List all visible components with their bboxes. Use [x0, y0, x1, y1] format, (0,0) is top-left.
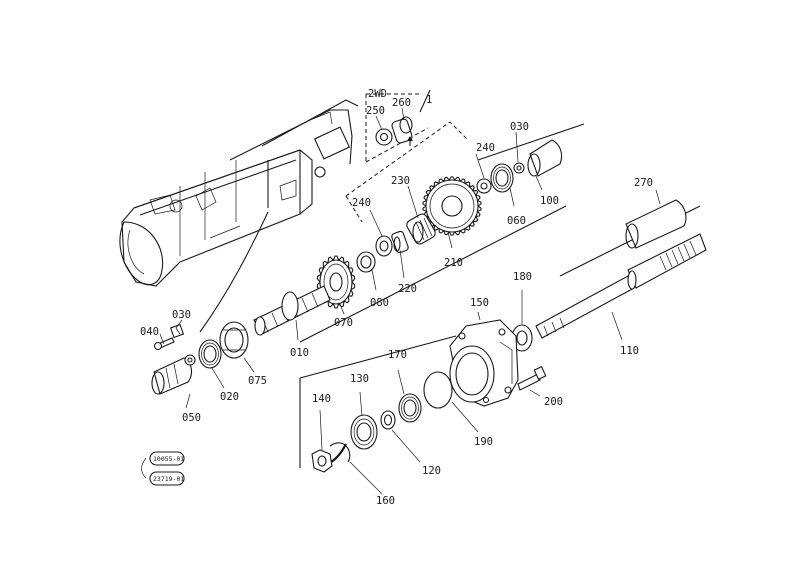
label-190: 190	[474, 436, 493, 448]
gear-070	[316, 255, 356, 309]
label-070: 070	[334, 317, 353, 329]
bearing-075	[219, 321, 249, 359]
label-230: 230	[391, 175, 410, 187]
label-110: 110	[620, 345, 639, 357]
nut-140	[311, 449, 333, 473]
label-050: 050	[182, 412, 201, 424]
sleeve-270	[625, 199, 687, 249]
reference-badge-1: 10055-01	[149, 451, 185, 466]
group-1-leader	[419, 89, 431, 113]
bearing-130	[350, 414, 378, 450]
label-080: 080	[370, 297, 389, 309]
label-040: 040	[140, 326, 159, 338]
label-2wd: 2WD	[368, 88, 387, 100]
housing-leader	[199, 211, 269, 333]
bolt-040	[153, 337, 175, 351]
label-120: 120	[422, 465, 441, 477]
label-160: 160	[376, 495, 395, 507]
label-010: 010	[290, 347, 309, 359]
bracket-030-left	[169, 323, 185, 339]
washer-030	[184, 354, 196, 366]
inset-2wd	[365, 93, 429, 163]
gear-group-outline	[345, 121, 469, 223]
label-180: 180	[513, 271, 532, 283]
label-1: 1	[426, 94, 432, 106]
gear-210	[422, 176, 482, 236]
label-200: 200	[544, 396, 563, 408]
bearing-230	[406, 213, 436, 245]
label-170: 170	[388, 349, 407, 361]
bearing-020	[198, 339, 222, 369]
label-150: 150	[470, 297, 489, 309]
label-260: 260	[392, 97, 411, 109]
gear-teeth	[316, 255, 356, 309]
label-100: 100	[540, 195, 559, 207]
o-ring-190	[423, 371, 453, 409]
main-shaft-010	[253, 285, 331, 336]
guide-line-lower	[299, 335, 457, 379]
guide-line-top	[477, 123, 585, 161]
guide-line-middle	[299, 205, 567, 343]
label-060: 060	[507, 215, 526, 227]
spacer-220	[391, 230, 409, 254]
badge-connector	[141, 457, 147, 479]
label-140: 140	[312, 393, 331, 405]
label-210: 210	[444, 257, 463, 269]
svg-text:23719-01: 23719-01	[153, 475, 184, 483]
label-030: 030	[172, 309, 191, 321]
label-020: 020	[220, 391, 239, 403]
transmission-housing	[119, 99, 359, 287]
label-130: 130	[350, 373, 369, 385]
bolt-200	[517, 366, 547, 391]
reference-badge-2: 23719-01	[149, 471, 185, 486]
collar-050	[151, 357, 193, 395]
label-leaders	[159, 107, 661, 495]
label-220: 220	[398, 283, 417, 295]
label-240: 240	[352, 197, 371, 209]
label-270: 270	[634, 177, 653, 189]
gear-teeth	[422, 176, 482, 236]
washer-240	[375, 235, 393, 257]
label-075: 075	[248, 375, 267, 387]
svg-text:10055-01: 10055-01	[153, 455, 184, 463]
upper-bearing-set	[476, 139, 563, 194]
pto-shaft-110	[535, 233, 707, 339]
label-250: 250	[366, 105, 385, 117]
flange-150	[449, 319, 519, 407]
label-030-top: 030	[510, 121, 529, 133]
label-240-top: 240	[476, 142, 495, 154]
washer-080	[356, 251, 376, 273]
collar-120	[380, 410, 396, 430]
bearing-170	[398, 393, 422, 423]
